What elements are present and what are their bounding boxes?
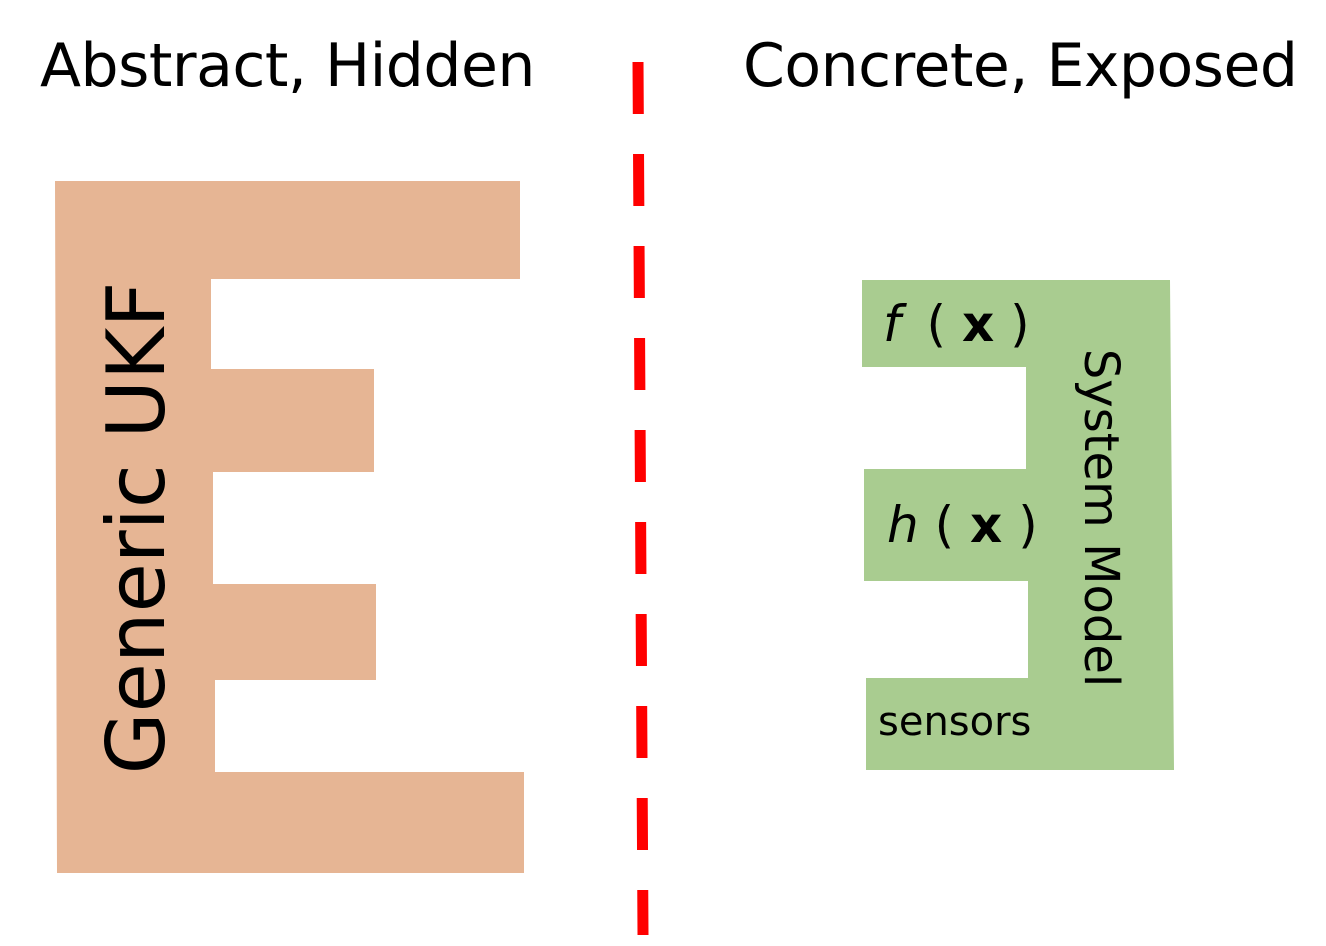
heading-abstract-hidden: Abstract, Hidden (40, 31, 535, 101)
system-model-block (862, 280, 1174, 770)
h-function-symbol: h (887, 496, 919, 554)
h-close-paren: ) (1018, 496, 1038, 554)
f-open-paren: ( (927, 295, 947, 353)
generic-ukf-block (55, 181, 524, 873)
sensors-label: sensors (878, 699, 1031, 745)
f-argument-x: x (962, 295, 994, 353)
f-close-paren: ) (1010, 295, 1030, 353)
h-of-x-label: h ( x ) (887, 496, 1038, 554)
f-of-x-label: f ( x ) (883, 295, 1030, 353)
h-open-paren: ( (935, 496, 955, 554)
h-argument-x: x (970, 496, 1002, 554)
f-function-symbol: f (883, 295, 907, 353)
divider-dashed-line (632, 61, 649, 936)
system-model-label: System Model (1073, 349, 1129, 687)
generic-ukf-label: Generic UKF (90, 282, 183, 775)
heading-concrete-exposed: Concrete, Exposed (743, 31, 1298, 101)
